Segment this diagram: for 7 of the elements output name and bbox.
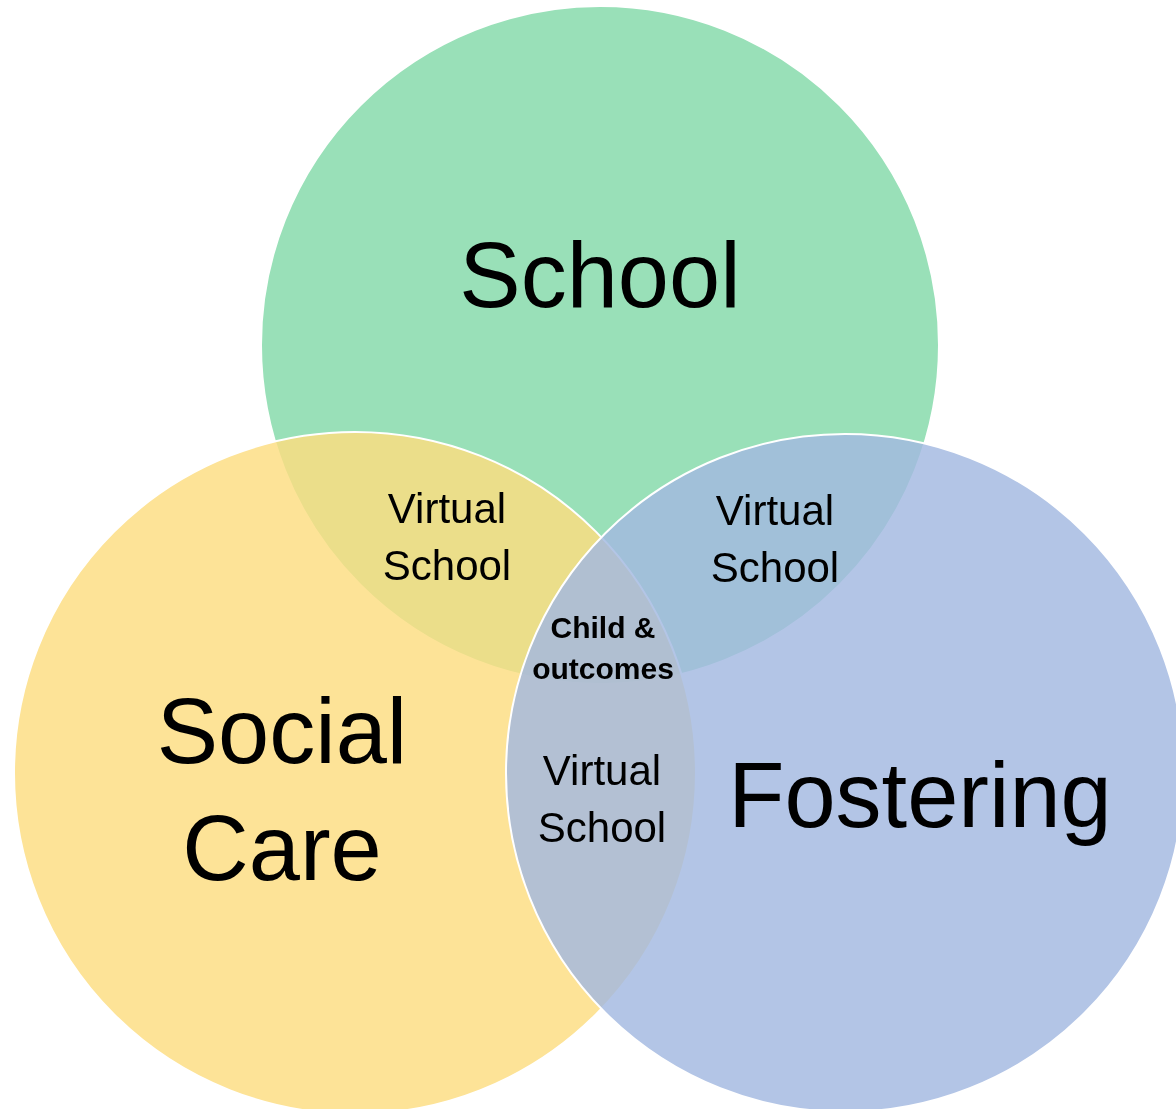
overlap-label: Virtual School bbox=[522, 743, 682, 857]
circle-label: Social Care bbox=[155, 679, 409, 901]
overlap-label: Virtual School bbox=[695, 483, 855, 597]
circle-label: School bbox=[458, 222, 742, 328]
overlap-label: Virtual School bbox=[367, 481, 527, 595]
circle-label: Fostering bbox=[727, 742, 1113, 848]
overlap-label: Child & outcomes bbox=[528, 607, 678, 689]
